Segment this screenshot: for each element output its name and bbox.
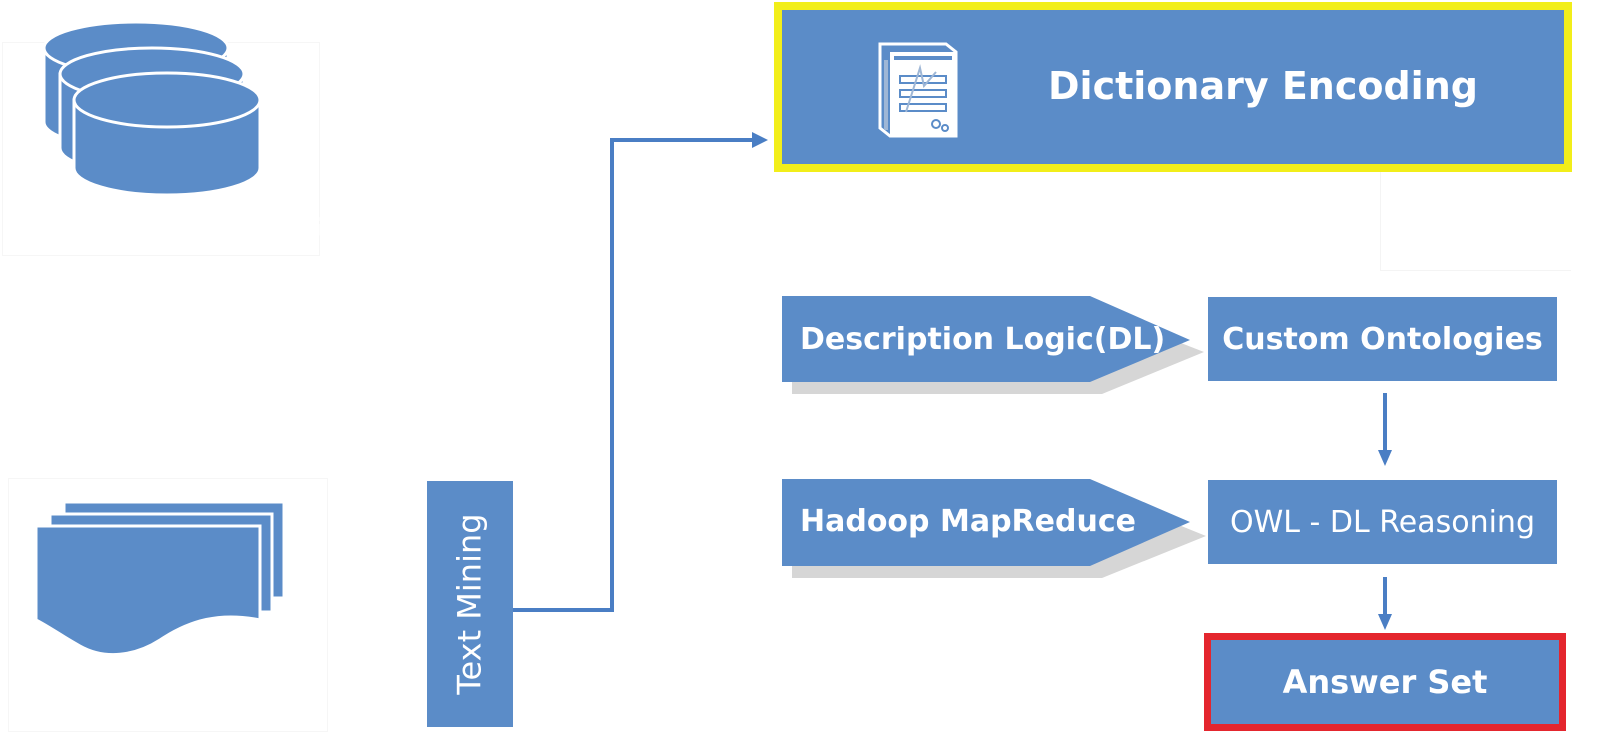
custom-ontologies-label: Custom Ontologies — [1222, 321, 1543, 357]
connector-arrowhead — [752, 132, 768, 148]
hadoop-mapreduce-label: Hadoop MapReduce — [800, 504, 1136, 539]
custom-ontologies-box: Custom Ontologies — [1208, 297, 1557, 381]
unstructured-data-panel — [8, 478, 328, 732]
owl-dl-reasoning-box: OWL - DL Reasoning — [1208, 480, 1557, 564]
owl-dl-reasoning-label: OWL - DL Reasoning — [1230, 504, 1535, 540]
description-logic-label: Description Logic(DL) — [800, 322, 1166, 357]
document-settings-icon — [878, 42, 958, 138]
dictionary-encoding-box: Dictionary Encoding — [774, 2, 1572, 172]
database-icon — [42, 20, 262, 197]
hadoop-chevron-shape — [782, 479, 1190, 566]
ontology-to-owl-arrowhead — [1378, 450, 1392, 466]
text-mining-connector — [512, 138, 752, 612]
structured-data-label: Structured Data — [44, 205, 335, 243]
text-mining-box: Text Mining — [427, 481, 513, 727]
owl-to-answer-arrowhead — [1378, 614, 1392, 630]
answer-set-box: Answer Set — [1204, 633, 1566, 731]
dl-chevron-shape — [782, 296, 1190, 382]
dictionary-encoding-label: Dictionary Encoding — [1048, 64, 1478, 108]
text-mining-label: Text Mining — [451, 513, 489, 695]
answer-set-label: Answer Set — [1282, 663, 1488, 701]
unstructured-data-label: Unstructured Data — [30, 668, 366, 706]
right-faint-panel — [1380, 170, 1571, 271]
documents-icon — [34, 500, 286, 657]
